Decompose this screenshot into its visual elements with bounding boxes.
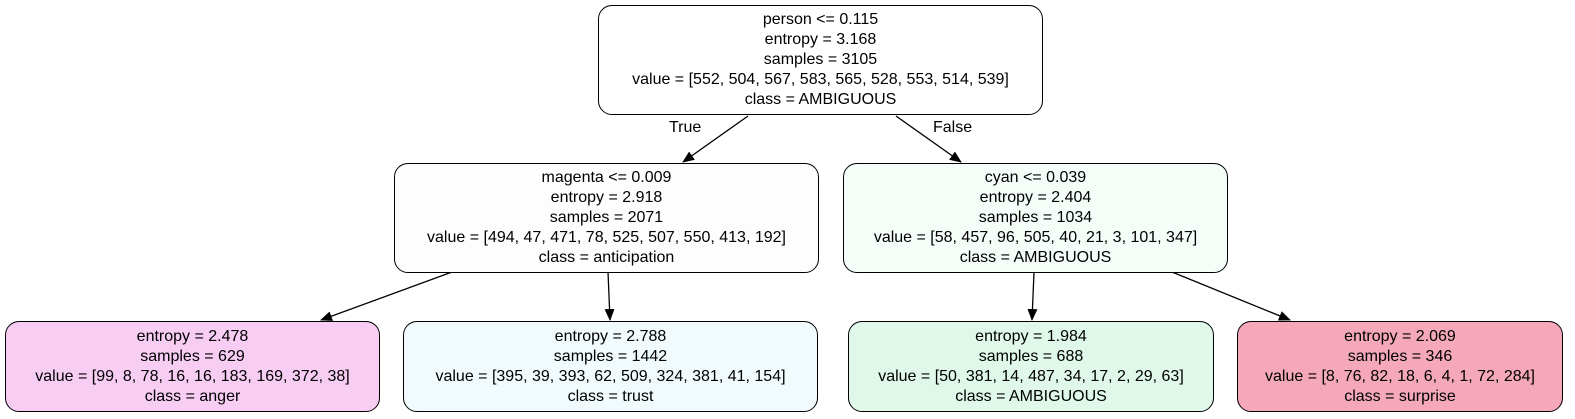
node-samples: samples = 1442: [553, 347, 668, 365]
node-samples: samples = 3105: [763, 51, 878, 68]
edge-label-true: True: [669, 119, 702, 136]
node-samples: samples = 688: [978, 347, 1084, 365]
tree-node-right: cyan <= 0.039 entropy = 2.404 samples = …: [843, 163, 1228, 273]
tree-node-root: person <= 0.115 entropy = 3.168 samples …: [598, 5, 1043, 115]
node-value: value = [552, 504, 567, 583, 565, 528, 5…: [632, 71, 1009, 88]
edge-left-lr: [604, 271, 615, 321]
tree-leaf-ll: entropy = 2.478 samples = 629 value = [9…: [5, 321, 380, 412]
node-entropy: entropy = 3.168: [764, 31, 877, 48]
node-entropy: entropy = 2.478: [136, 327, 249, 345]
node-class: class = surprise: [1344, 387, 1456, 405]
tree-leaf-lr: entropy = 2.788 samples = 1442 value = […: [403, 321, 818, 412]
node-class: class = AMBIGUOUS: [744, 91, 897, 108]
node-class: class = anticipation: [538, 249, 675, 266]
node-entropy: entropy = 2.788: [554, 327, 667, 345]
node-class: class = trust: [567, 387, 654, 405]
node-entropy: entropy = 2.069: [1344, 327, 1456, 345]
node-samples: samples = 1034: [978, 209, 1093, 226]
node-entropy: entropy = 2.404: [979, 189, 1092, 206]
node-value: value = [58, 457, 96, 505, 40, 21, 3, 10…: [873, 229, 1198, 246]
node-value: value = [395, 39, 393, 62, 509, 324, 381…: [435, 367, 786, 385]
edge-root-left: [682, 115, 749, 163]
edge-right-rr: [1171, 271, 1291, 321]
node-samples: samples = 2071: [549, 209, 664, 226]
node-condition: person <= 0.115: [762, 11, 879, 28]
tree-node-left: magenta <= 0.009 entropy = 2.918 samples…: [394, 163, 819, 273]
edge-label-false: False: [933, 119, 973, 136]
node-value: value = [99, 8, 78, 16, 16, 183, 169, 37…: [35, 367, 350, 385]
node-entropy: entropy = 2.918: [550, 189, 663, 206]
edge-right-rl: [1027, 271, 1038, 321]
node-class: class = AMBIGUOUS: [955, 387, 1107, 405]
node-value: value = [8, 76, 82, 18, 6, 4, 1, 72, 284…: [1265, 367, 1535, 385]
node-condition: cyan <= 0.039: [984, 169, 1087, 186]
edge-left-ll: [320, 271, 453, 321]
node-value: value = [494, 47, 471, 78, 525, 507, 550…: [427, 229, 786, 246]
node-class: class = anger: [144, 387, 241, 405]
node-samples: samples = 629: [140, 347, 245, 365]
node-class: class = AMBIGUOUS: [959, 249, 1112, 266]
node-value: value = [50, 381, 14, 487, 34, 17, 2, 29…: [878, 367, 1184, 385]
edge-root-right: [895, 115, 962, 163]
tree-leaf-rr: entropy = 2.069 samples = 346 value = [8…: [1237, 321, 1563, 412]
node-condition: magenta <= 0.009: [541, 169, 672, 186]
tree-leaf-rl: entropy = 1.984 samples = 688 value = [5…: [848, 321, 1214, 412]
node-entropy: entropy = 1.984: [975, 327, 1087, 345]
node-samples: samples = 346: [1347, 347, 1453, 365]
